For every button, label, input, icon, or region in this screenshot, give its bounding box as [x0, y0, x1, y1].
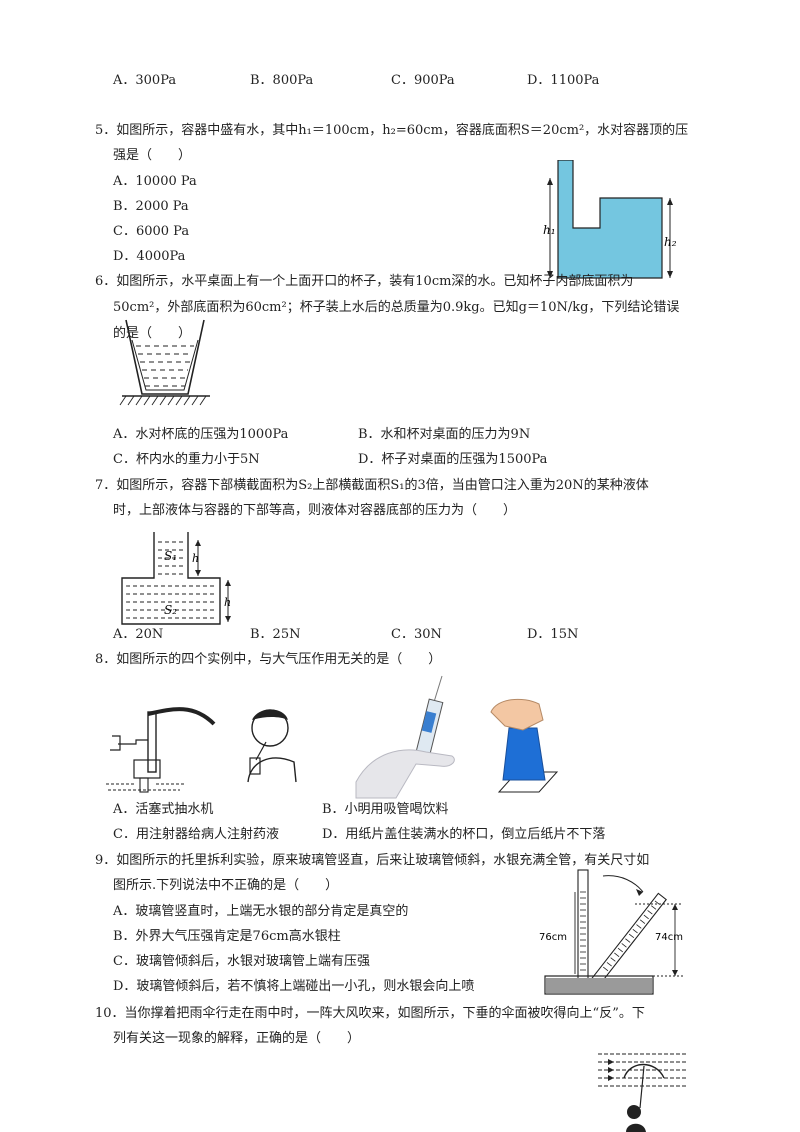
- q9-option-d: D．玻璃管倾斜后，若不慎将上端碰出一小孔，则水银会向上喷: [113, 979, 475, 994]
- q7-h-top-label: h: [192, 552, 199, 565]
- q7-option-a: A．20N: [113, 627, 164, 642]
- q5-option-c: C．6000 Pa: [113, 224, 190, 239]
- q5-water: [557, 160, 663, 279]
- q5-stem-line1: 5．如图所示，容器中盛有水，其中h₁＝100cm，h₂=60cm，容器底面积S＝…: [95, 123, 689, 138]
- q9-stem-line2: 图所示.下列说法中不正确的是（ ）: [113, 878, 339, 893]
- q7-option-b: B．25N: [250, 627, 301, 642]
- q6-option-a: A．水对杯底的压强为1000Pa: [113, 427, 289, 442]
- q7-s1-label: S₁: [164, 549, 177, 563]
- q9-torricelli-figure: 76cm 74cm: [539, 869, 683, 995]
- q9-74cm-label: 74cm: [655, 932, 683, 943]
- q4-option-b: B．800Pa: [250, 73, 314, 88]
- q9-option-b: B．外界大气压强肯定是76cm高水银柱: [113, 929, 341, 944]
- q8-option-b: B．小明用吸管喝饮料: [322, 802, 449, 817]
- q8-syringe-figure: [355, 675, 455, 799]
- q7-stem-line1: 7．如图所示，容器下部横截面积为S₂上部横截面积S₁的3倍，当由管口注入重为20…: [95, 478, 649, 493]
- q8-pump-figure: [106, 707, 216, 793]
- q8-option-c: C．用注射器给病人注射药液: [113, 827, 279, 842]
- q10-stem-line2: 列有关这一现象的解释，正确的是（ ）: [113, 1031, 361, 1046]
- q8-stem: 8．如图所示的四个实例中，与大气压作用无关的是（ ）: [95, 652, 442, 667]
- q6-option-d: D．杯子对桌面的压强为1500Pa: [358, 452, 548, 467]
- q7-container-figure: S₁ S₂ h h: [121, 532, 231, 625]
- q6-cup-figure: [119, 319, 210, 406]
- q8-inverted-cup-figure: [490, 698, 559, 793]
- q5-stem-line2: 强是（ ）: [113, 148, 192, 163]
- q6-stem-line1: 6．如图所示，水平桌面上有一个上面开口的杯子，装有10cm深的水。已知杯子内部底…: [95, 274, 634, 289]
- q4-option-c: C．900Pa: [391, 73, 455, 88]
- q9-option-c: C．玻璃管倾斜后，水银对玻璃管上端有压强: [113, 954, 370, 969]
- q6-stem-line3: 的是（ ）: [113, 326, 192, 341]
- q5-h1-label: h₁: [543, 223, 556, 237]
- q5-option-d: D．4000Pa: [113, 249, 186, 264]
- q8-child-drinking-figure: [247, 709, 297, 783]
- q9-76cm-label: 76cm: [539, 932, 567, 943]
- q6-stem-line2: 50cm²，外部底面积为60cm²；杯子装上水后的总质量为0.9kg。已知g＝1…: [113, 300, 680, 315]
- q9-stem-line1: 9．如图所示的托里拆利实验，原来玻璃管竖直，后来让玻璃管倾斜，水银充满全管，有关…: [95, 853, 650, 868]
- q4-option-a: A．300Pa: [113, 73, 177, 88]
- q5-option-b: B．2000 Pa: [113, 199, 189, 214]
- q8-option-d: D．用纸片盖住装满水的杯口，倒立后纸片不下落: [322, 827, 606, 842]
- q6-option-c: C．杯内水的重力小于5N: [113, 452, 260, 467]
- q5-h2-label: h₂: [664, 235, 677, 249]
- q4-option-d: D．1100Pa: [527, 73, 600, 88]
- q7-option-d: D．15N: [527, 627, 579, 642]
- q7-s2-label: S₂: [164, 603, 177, 617]
- q9-option-a: A．玻璃管竖直时，上端无水银的部分肯定是真空的: [113, 904, 409, 919]
- q7-option-c: C．30N: [391, 627, 442, 642]
- q5-container-figure: h₁ h₂: [543, 160, 677, 279]
- q10-stem-line1: 10．当你撑着把雨伞行走在雨中时，一阵大风吹来，如图所示，下垂的伞面被吹得向上“…: [95, 1006, 645, 1021]
- q8-option-a: A．活塞式抽水机: [113, 802, 214, 817]
- q10-umbrella-figure: [598, 1053, 686, 1132]
- q7-h-bottom-label: h: [224, 596, 231, 609]
- q5-option-a: A．10000 Pa: [113, 174, 197, 189]
- q6-option-b: B．水和杯对桌面的压力为9N: [358, 427, 531, 442]
- q7-stem-line2: 时，上部液体与容器的下部等高，则液体对容器底部的压力为（ ）: [113, 503, 517, 518]
